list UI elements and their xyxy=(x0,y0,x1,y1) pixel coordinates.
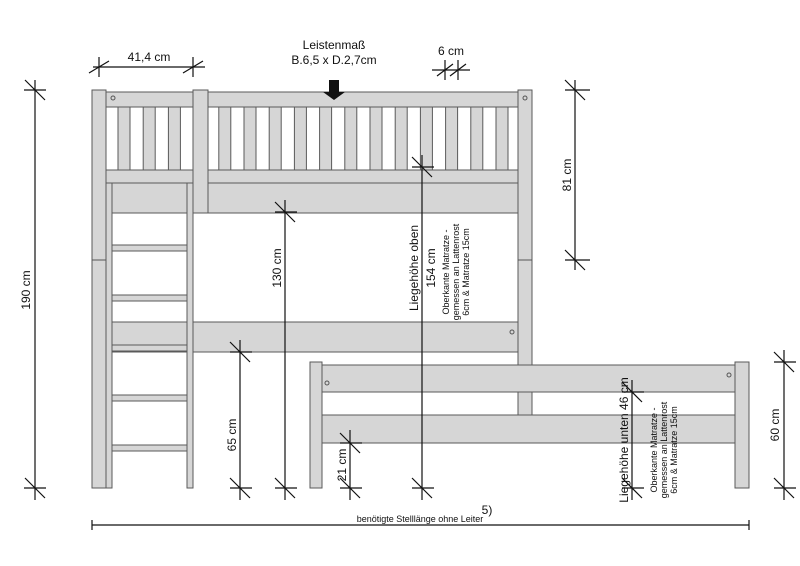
guard-slat xyxy=(142,106,156,171)
guard-slat xyxy=(243,106,257,171)
figure-number: 5) xyxy=(482,503,493,517)
top-sleep-value: 154 cm xyxy=(424,248,438,287)
required-length-label: benötigte Stelllänge ohne Leiter xyxy=(357,514,484,524)
guard-slats xyxy=(117,106,509,171)
guard-slat xyxy=(344,106,358,171)
dimension-lines xyxy=(24,57,796,530)
ladder-guard-post xyxy=(192,89,209,214)
top-note-3: 6cm & Matratze 15cm xyxy=(461,228,471,316)
upper-side-board xyxy=(105,182,519,214)
lower-bed xyxy=(309,361,750,489)
lower-note-3: 6cm & Matratze 15cm xyxy=(669,406,679,494)
guard-slat xyxy=(293,106,307,171)
top-note-1: Oberkante Matratze - xyxy=(441,229,451,314)
slat-gap-label: 6 cm xyxy=(438,44,464,58)
slat-size: B.6,5 x D.2,7cm xyxy=(291,53,376,67)
guard-top-rail xyxy=(105,91,519,108)
guard-slat xyxy=(167,106,181,171)
guard-slat xyxy=(117,106,131,171)
guard-slat xyxy=(268,106,282,171)
guard-slat xyxy=(319,106,333,171)
mid-rail-height-label: 65 cm xyxy=(225,419,239,452)
arrow-down-icon xyxy=(323,80,345,100)
top-note-2: gemessen an Lattenrost xyxy=(451,223,461,320)
lower-bed-height-label: 60 cm xyxy=(768,409,782,442)
guard-slat xyxy=(495,106,509,171)
post-spacing-label: 41,4 cm xyxy=(128,50,171,64)
slat-title: Leistenmaß xyxy=(303,38,366,52)
guard-bottom-rail xyxy=(105,169,519,184)
underbed-clearance-label: 130 cm xyxy=(270,248,284,287)
rail-height-label: 81 cm xyxy=(560,159,574,192)
lower-note-1: Oberkante Matratze - xyxy=(649,407,659,492)
guard-slat xyxy=(369,106,383,171)
left-post xyxy=(91,89,107,489)
lower-sleep-label: Liegehöhe unten 46 cm xyxy=(617,377,631,502)
guard-slat xyxy=(394,106,408,171)
top-sleep-title: Liegehöhe oben xyxy=(407,225,421,311)
guard-slat xyxy=(470,106,484,171)
guard-slat xyxy=(445,106,459,171)
ladder xyxy=(105,182,194,489)
guard-slat xyxy=(218,106,232,171)
lower-frame-clearance-label: 21 cm xyxy=(335,449,349,482)
lower-note-2: gemessen an Lattenrost xyxy=(659,401,669,498)
total-height-label: 190 cm xyxy=(19,270,33,309)
